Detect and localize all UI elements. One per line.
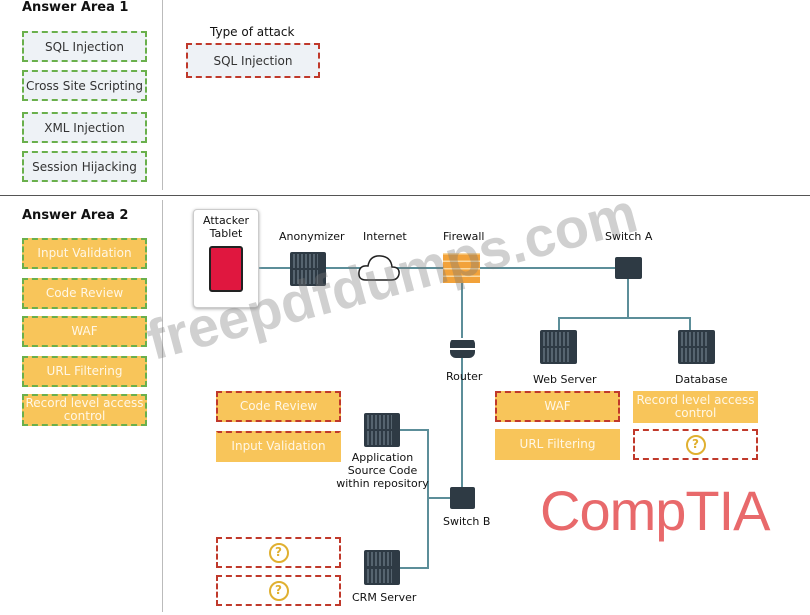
web-server-slot-1[interactable]: WAF [495,391,620,422]
network-link [428,497,450,499]
network-link [689,317,691,331]
crm-server-icon [364,550,400,585]
question-icon: ? [268,580,289,601]
internet-label: Internet [363,230,407,243]
option-waf[interactable]: WAF [22,316,147,347]
network-link [627,278,629,318]
cloud-icon [358,255,400,281]
crm-slot-2[interactable]: ? [216,575,341,606]
network-link [558,317,560,331]
divider [0,195,810,196]
attacker-tablet-card: Attacker Tablet [193,209,259,308]
web-server-slot-2[interactable]: URL Filtering [495,429,620,460]
database-slot-1[interactable]: Record level access control [633,391,758,423]
firewall-icon [443,253,480,283]
switch-a-label: Switch A [605,230,653,243]
tablet-icon [209,246,243,293]
switch-a-icon [615,257,642,279]
option-input-validation[interactable]: Input Validation [22,238,147,269]
option-xml-injection[interactable]: XML Injection [22,112,147,143]
comptia-logo: CompTIA [540,479,770,542]
divider [162,0,163,190]
database-label: Database [675,373,728,386]
router-icon [450,338,475,358]
anonymizer-server-icon [290,252,326,286]
network-link [400,429,428,431]
crm-slot-1[interactable]: ? [216,537,341,568]
firewall-label: Firewall [443,230,485,243]
database-slot-2[interactable]: ? [633,429,758,460]
answer-area-1-title: Answer Area 1 [22,0,129,15]
app-server-slot-1[interactable]: Code Review [216,391,341,422]
option-code-review[interactable]: Code Review [22,278,147,309]
app-server-slot-2[interactable]: Input Validation [216,431,341,462]
question-icon: ? [685,434,706,455]
option-session-hijacking[interactable]: Session Hijacking [22,151,147,182]
crm-server-label: CRM Server [352,591,417,604]
option-sql-injection[interactable]: SQL Injection [22,31,147,62]
divider [162,200,163,612]
switch-b-label: Switch B [443,515,491,528]
option-xss[interactable]: Cross Site Scripting [22,70,147,101]
web-server-label: Web Server [533,373,597,386]
switch-b-icon [450,487,475,509]
type-of-attack-slot[interactable]: SQL Injection [186,43,320,78]
option-url-filtering[interactable]: URL Filtering [22,356,147,387]
network-link [257,267,627,269]
answer-area-2-title: Answer Area 2 [22,208,129,223]
network-link [461,280,463,490]
type-of-attack-label: Type of attack [210,25,295,39]
attacker-label: Attacker Tablet [202,214,249,241]
question-icon: ? [268,542,289,563]
application-server-label: Application Source Code within repositor… [336,451,429,491]
router-label: Router [446,370,483,383]
anonymizer-label: Anonymizer [279,230,345,243]
network-link [558,317,690,319]
web-server-icon [540,330,577,364]
option-record-level-access[interactable]: Record level access control [22,394,147,426]
network-link [400,567,429,569]
database-server-icon [678,330,715,364]
application-server-icon [364,413,400,447]
